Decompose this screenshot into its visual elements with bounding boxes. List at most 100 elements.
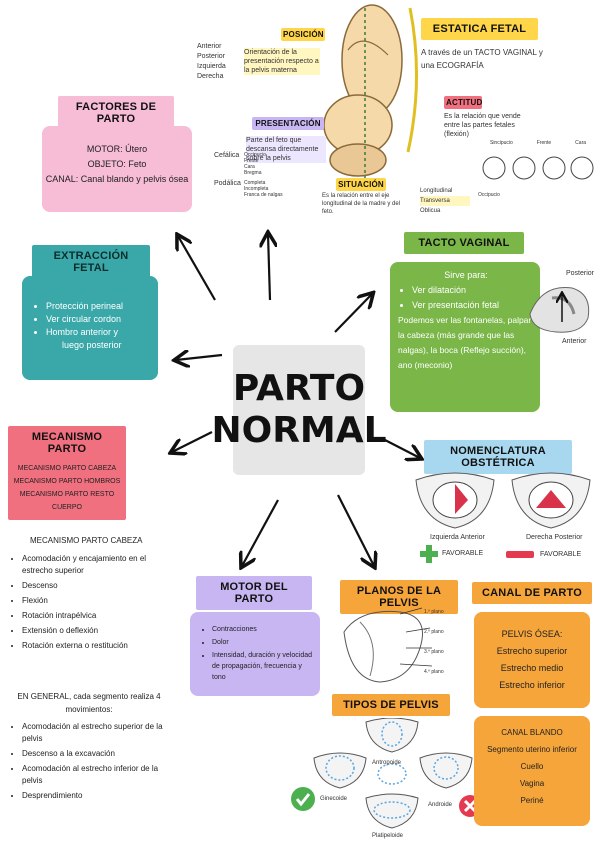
nomenclatura-title: NOMENCLATURA OBSTÉTRICA (424, 440, 572, 474)
extraccion-item: Ver circular cordon (46, 314, 152, 324)
nomenclatura-diagram-left (410, 470, 500, 532)
factores-objeto: OBJETO: Feto (87, 159, 147, 169)
factores-card: MOTOR: Útero OBJETO: Feto CANAL: Canal b… (42, 126, 192, 212)
posicion-label-posterior: Posterior (197, 53, 226, 60)
arrow-to-mecanismo (172, 431, 213, 452)
posicion-label-anterior: Anterior (197, 43, 222, 50)
tacto-item: Ver dilatación (412, 283, 534, 298)
mecanismo-cabeza-item: Extensión o deflexión (22, 625, 168, 637)
planos-label: 1.º plano (424, 609, 444, 615)
planos-label: 3.º plano (424, 649, 444, 655)
situacion-title: SITUACIÓN (336, 178, 386, 191)
arrow-to-planos (337, 494, 374, 566)
extraccion-item: Protección perineal (46, 301, 152, 311)
center-title: PARTO NORMAL (211, 345, 387, 475)
canal-osea-item: Estrecho superior (496, 646, 568, 656)
actitud-label-frente: Frente (536, 140, 552, 146)
canal-blando-item: Periné (520, 796, 544, 805)
motor-title: MOTOR DEL PARTO (196, 576, 312, 610)
tacto-illustration (522, 274, 596, 340)
tipo-platipeloide-label: Platipeloide (372, 833, 404, 839)
actitud-label-sincipucio: Sincipucio (489, 140, 513, 146)
tacto-text: Podemos ver las fontanelas, palpar la ca… (398, 315, 532, 370)
mecanismo-cabeza-title: MECANISMO PARTO CABEZA (30, 536, 143, 545)
planos-labels: 1.º plano 2.º plano 3.º plano 4.º plano (424, 602, 444, 682)
posicion-label-izquierda: Izquierda (197, 63, 226, 70)
motor-card: Contracciones Dolor Intensidad, duración… (190, 612, 320, 696)
desfavorable-label: FAVORABLE (540, 551, 582, 558)
tipo-androide-label: Androide (428, 802, 453, 808)
arrow-to-nomenclatura (384, 439, 420, 458)
actitud-sub: (flexión) (444, 131, 469, 138)
extraccion-title: EXTRACCIÓN FETAL (32, 245, 150, 279)
mecanismo-line: MECANISMO PARTO HOMBROS (13, 478, 121, 485)
cefalica-label: Cefálica (214, 152, 240, 159)
canal-blando-item: Cuello (520, 762, 544, 771)
mecanismo-cabeza-item: Flexión (22, 595, 168, 607)
presentacion-title: PRESENTACIÓN (252, 117, 324, 130)
actitud-label-cara: Cara (575, 140, 587, 146)
motor-item: Contracciones (212, 624, 314, 635)
actitud-figures: Occipucio Sincipucio Frente Cara (478, 140, 598, 198)
arrow-to-extraccion (176, 355, 223, 360)
mecanismo-general-text: EN GENERAL, cada segmento realiza 4 movi… (17, 692, 161, 714)
posicion-text: Orientación de la presentación respecto … (244, 48, 320, 75)
tacto-title: TACTO VAGINAL (404, 232, 524, 254)
tacto-intro: Sirve para: (444, 270, 488, 280)
posicion-label-derecha: Derecha (197, 73, 224, 80)
tipos-illustration (304, 717, 482, 838)
tipos-title: TIPOS DE PELVIS (332, 694, 450, 716)
canal-osea-card: PELVIS ÓSEA: Estrecho superior Estrecho … (474, 612, 590, 708)
nomenclatura-right-caption: Derecha Posterior (526, 534, 583, 541)
mecanismo-cabeza-list: Acomodación y encajamiento en el estrech… (8, 550, 168, 655)
podalica-item: Completa (244, 180, 266, 186)
planos-label: 2.º plano (424, 629, 444, 635)
fetus-illustration (318, 0, 416, 185)
desfavorable-bar-icon (506, 551, 534, 558)
mecanismo-general-item: Descenso a la excavación (22, 748, 174, 760)
estatica-title: ESTATICA FETAL (421, 18, 538, 40)
mecanismo-general-list: Acomodación al estrecho superior de la p… (8, 718, 174, 805)
planos-title: PLANOS DE LA PELVIS (340, 580, 458, 614)
extraccion-card: Protección perineal Ver circular cordon … (22, 276, 158, 380)
cefalica-group: Cefálica Occipucio Frente Cara Bregma (214, 152, 284, 176)
posicion-curve-arrow (404, 4, 424, 154)
extraccion-item-cont: luego posterior (62, 340, 122, 350)
podalica-item: Incompleta (244, 186, 269, 192)
canal-osea-title: PELVIS ÓSEA: (501, 629, 563, 639)
cefalica-item: Bregma (244, 170, 262, 176)
cefalica-item: Occipucio (244, 152, 266, 158)
tacto-item: Ver presentación fetal (412, 298, 534, 313)
situacion-item: Longitudinal (420, 188, 453, 194)
situacion-items: Longitudinal Transversa Oblicua (420, 186, 470, 216)
actitud-title: ACTITUD (444, 96, 483, 109)
canal-blando-item: Segmento uterino inferior (487, 745, 577, 754)
situacion-item: Oblicua (420, 208, 441, 214)
actitud-occipucio-label: Occipucio (478, 192, 500, 198)
favorable-label: FAVORABLE (442, 550, 484, 557)
canal-osea-item: Estrecho medio (500, 663, 564, 673)
posicion-labels: Anterior Posterior Izquierda Derecha (197, 42, 237, 82)
arrow-to-estatica (268, 234, 270, 301)
extraccion-item: Hombro anterior y (46, 327, 152, 337)
canal-osea-item: Estrecho inferior (499, 680, 565, 690)
mecanismo-cabeza-item: Descenso (22, 580, 168, 592)
mecanismo-line: MECANISMO PARTO RESTO CUERPO (19, 491, 115, 511)
cefalica-item: Frente (244, 158, 259, 164)
mecanismo-title: MECANISMO PARTO (8, 426, 126, 460)
tipo-antropoide-label: Antropoide (372, 760, 402, 766)
situacion-item: Transversa (420, 196, 470, 206)
mecanismo-line: MECANISMO PARTO CABEZA (17, 465, 117, 472)
tacto-label-anterior: Anterior (562, 338, 587, 345)
canal-title: CANAL DE PARTO (472, 582, 592, 604)
favorable-plus-icon (420, 545, 438, 563)
arrow-to-motor (242, 499, 279, 566)
tacto-card: Sirve para: Ver dilatación Ver presentac… (390, 262, 540, 412)
actitud-text: Es la relación que vende entre las parte… (444, 112, 529, 139)
motor-item: Intensidad, duración y velocidad de prop… (212, 650, 314, 683)
canal-blando-title: CANAL BLANDO (501, 728, 563, 737)
arrow-to-factores (178, 236, 216, 301)
podalica-label: Podálica (214, 180, 241, 187)
center-title-line1: PARTO (232, 368, 366, 409)
